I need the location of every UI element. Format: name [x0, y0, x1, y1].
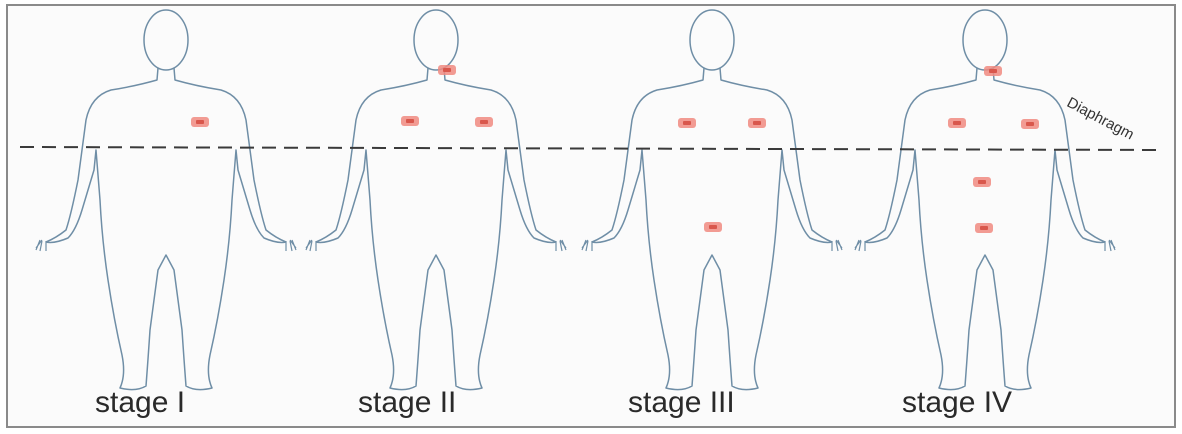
lymph-node [948, 118, 966, 128]
diaphragm-line [20, 147, 1162, 150]
stage-4-label: stage IV [902, 386, 1012, 420]
lymph-node [401, 116, 419, 126]
lymph-node [678, 118, 696, 128]
lymph-node [973, 177, 991, 187]
stage-3-label: stage III [628, 386, 735, 420]
lymph-node [748, 118, 766, 128]
lymph-node [191, 117, 209, 127]
stage-2-label: stage II [358, 386, 456, 420]
lymph-node [704, 222, 722, 232]
lymph-node [975, 223, 993, 233]
lymph-node [1021, 119, 1039, 129]
body-figure-stage-3 [582, 10, 842, 390]
lymph-node [475, 117, 493, 127]
body-figure-stage-2 [306, 10, 566, 390]
lymph-node [984, 66, 1002, 76]
body-figure-stage-1 [36, 10, 296, 390]
lymph-node [438, 65, 456, 75]
stage-1-label: stage I [95, 386, 185, 420]
